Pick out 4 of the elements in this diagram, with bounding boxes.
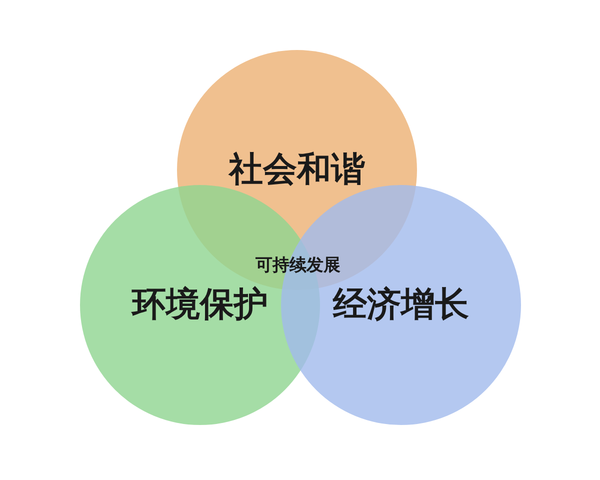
circle-label: 环境保护 xyxy=(132,286,268,324)
center-label: 可持续发展 xyxy=(256,256,340,276)
circle-label: 经济增长 xyxy=(333,286,469,324)
circle-label: 社会和谐 xyxy=(229,151,365,189)
